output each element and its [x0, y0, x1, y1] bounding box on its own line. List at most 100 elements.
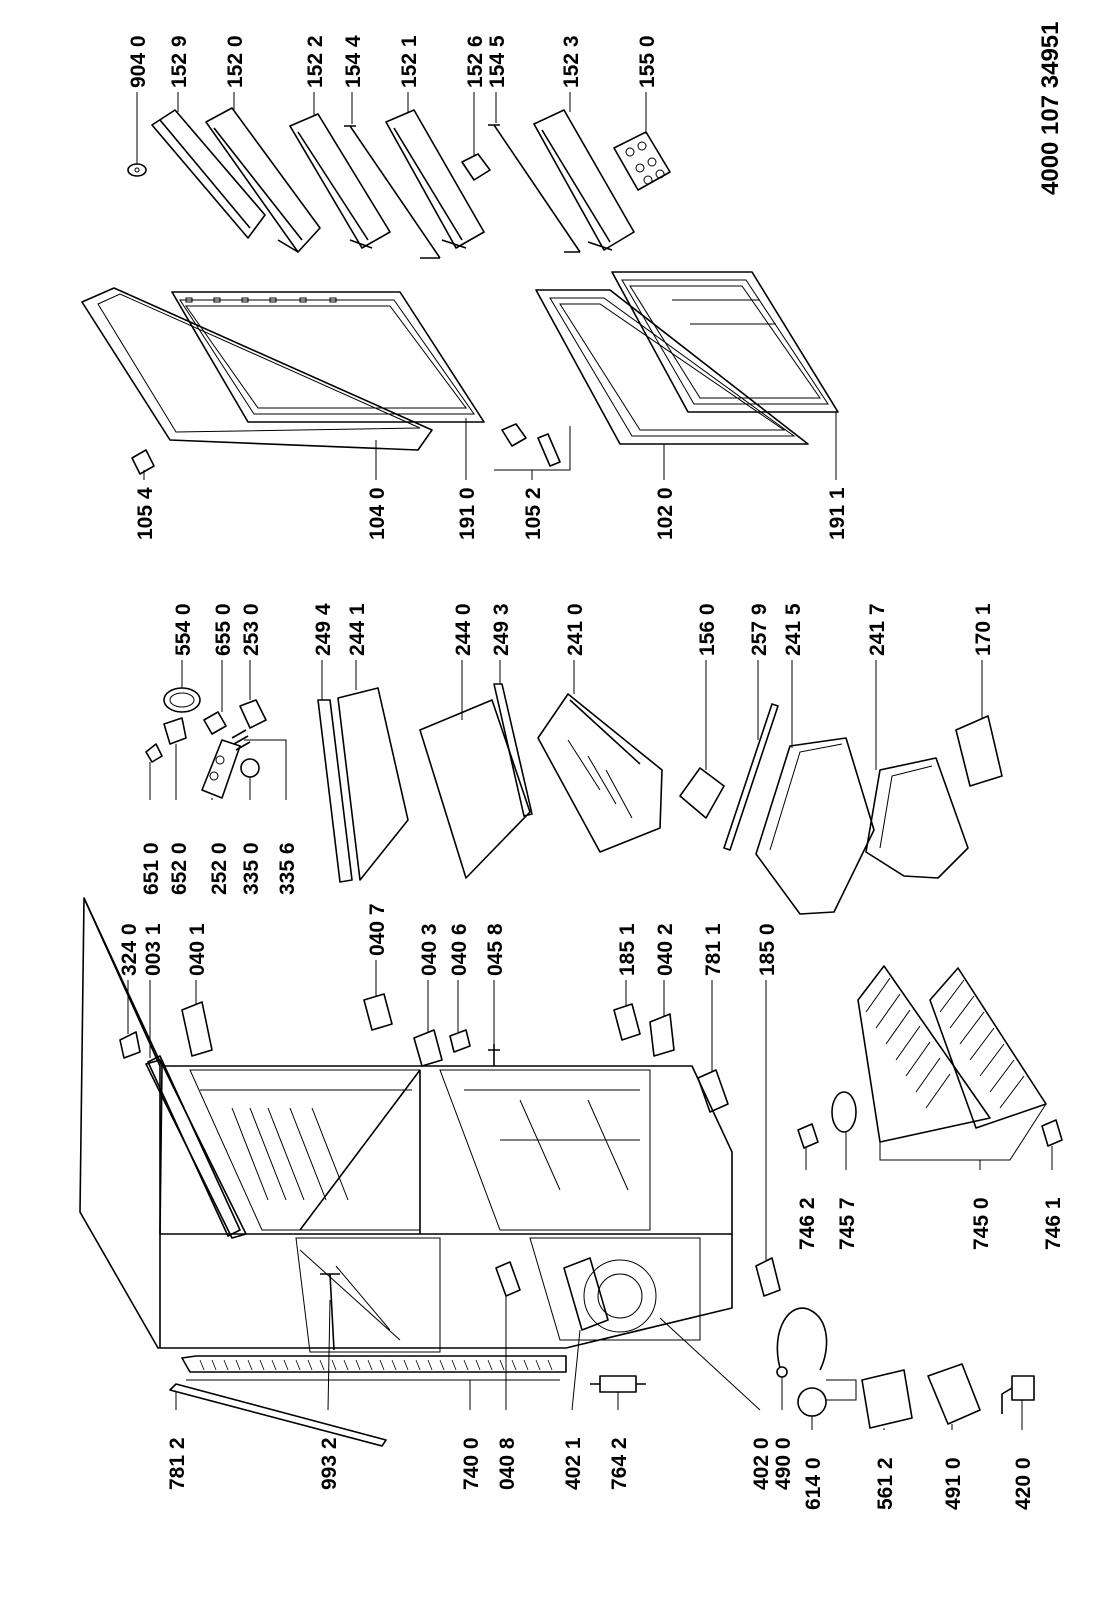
label-105-2: 105 2 — [522, 487, 545, 540]
label-191-0: 191 0 — [456, 487, 479, 540]
label-993-2: 993 2 — [318, 1437, 341, 1490]
label-249-4: 249 4 — [312, 603, 335, 656]
part-105-4 — [131, 449, 155, 475]
label-152-6: 152 6 — [464, 35, 487, 88]
doors-group: 105 4 104 0 191 0 105 2 102 0 191 1 — [81, 271, 849, 540]
label-040-1: 040 1 — [186, 923, 209, 976]
label-249-3: 249 3 — [490, 603, 513, 656]
label-152-0: 152 0 — [224, 35, 247, 88]
label-040-3: 040 3 — [418, 923, 441, 976]
label-241-0: 241 0 — [564, 603, 587, 656]
part-170-1 — [955, 715, 1003, 787]
part-402-1 — [563, 1257, 609, 1331]
part-904-0 — [127, 163, 147, 177]
part-554-0 — [163, 687, 201, 713]
part-185-1 — [613, 1003, 641, 1041]
label-185-1: 185 1 — [616, 923, 639, 976]
label-402-0: 402 0 — [750, 1437, 773, 1490]
label-104-0: 104 0 — [366, 487, 389, 540]
part-154-4 — [344, 125, 441, 259]
label-746-1: 746 1 — [1042, 1197, 1065, 1250]
label-244-0: 244 0 — [452, 603, 475, 656]
label-102-0: 102 0 — [654, 487, 677, 540]
part-040-3 — [413, 1029, 443, 1067]
part-740-0 — [181, 1355, 567, 1373]
label-764-2: 764 2 — [608, 1437, 631, 1490]
part-244-1 — [337, 687, 409, 881]
label-253-0: 253 0 — [240, 603, 263, 656]
shelves-drawers-group: 554 0 655 0 253 0 249 4 244 1 244 0 249 … — [140, 603, 1003, 915]
label-252-0: 252 0 — [208, 842, 231, 895]
label-781-1: 781 1 — [702, 923, 725, 976]
label-257-9: 257 9 — [748, 603, 771, 656]
part-993-2 — [320, 1273, 340, 1351]
label-746-2: 746 2 — [796, 1197, 819, 1250]
part-152-3 — [533, 109, 635, 251]
label-040-7: 040 7 — [366, 903, 389, 956]
label-335-0: 335 0 — [240, 842, 263, 895]
label-241-5: 241 5 — [782, 603, 805, 656]
part-781-2 — [169, 1383, 387, 1447]
document-number: 4000 107 34951 — [1037, 21, 1064, 195]
label-655-0: 655 0 — [212, 603, 235, 656]
part-156-0 — [679, 767, 725, 819]
label-185-0: 185 0 — [756, 923, 779, 976]
part-746-2 — [797, 1123, 819, 1149]
label-040-2: 040 2 — [654, 923, 677, 976]
part-561-2 — [861, 1369, 913, 1429]
part-252-0 — [201, 739, 241, 799]
part-249-4 — [317, 699, 353, 883]
label-244-1: 244 1 — [346, 603, 369, 656]
label-491-0: 491 0 — [942, 1457, 965, 1510]
part-040-2 — [649, 1013, 675, 1057]
part-152-0 — [205, 107, 321, 253]
part-152-2 — [289, 113, 391, 249]
label-554-0: 554 0 — [172, 603, 195, 656]
label-745-7: 745 7 — [836, 1197, 859, 1250]
part-490-0 — [776, 1307, 828, 1371]
part-040-7 — [363, 993, 393, 1031]
label-152-3: 152 3 — [560, 35, 583, 88]
part-651-0 — [145, 743, 163, 763]
part-040-1 — [181, 1001, 213, 1057]
label-561-2: 561 2 — [874, 1457, 897, 1510]
label-154-4: 154 4 — [342, 35, 365, 88]
label-402-1: 402 1 — [562, 1437, 585, 1490]
label-420-0: 420 0 — [1012, 1457, 1035, 1510]
label-003-1: 003 1 — [142, 923, 165, 976]
part-045-8 — [488, 1044, 500, 1066]
part-003-1 — [147, 1055, 241, 1237]
part-152-6 — [461, 153, 491, 181]
label-904-0: 904 0 — [127, 35, 150, 88]
label-154-5: 154 5 — [486, 35, 509, 88]
part-102-0 — [535, 289, 809, 445]
part-764-2 — [590, 1375, 646, 1393]
part-040-6 — [449, 1029, 471, 1053]
part-104-0 — [81, 287, 433, 451]
label-045-8: 045 8 — [484, 923, 507, 976]
part-257-9 — [723, 703, 779, 851]
label-335-6: 335 6 — [276, 842, 299, 895]
part-105-2 — [501, 423, 561, 467]
part-335-0 — [240, 758, 260, 778]
part-185-0 — [755, 1257, 781, 1297]
label-156-0: 156 0 — [696, 603, 719, 656]
label-740-0: 740 0 — [460, 1437, 483, 1490]
label-614-0: 614 0 — [802, 1457, 825, 1510]
label-191-1: 191 1 — [826, 487, 849, 540]
part-652-0 — [163, 717, 187, 745]
part-614-0 — [797, 1387, 827, 1417]
label-152-9: 152 9 — [168, 35, 191, 88]
label-490-0: 490 0 — [772, 1437, 795, 1490]
part-152-9 — [151, 109, 266, 239]
part-191-1 — [611, 271, 839, 413]
part-253-0 — [239, 699, 267, 729]
part-154-5 — [488, 124, 581, 253]
part-155-0 — [613, 131, 671, 191]
part-745-7 — [831, 1091, 857, 1133]
part-420-0 — [1001, 1375, 1035, 1414]
part-191-0 — [171, 291, 485, 423]
label-155-0: 155 0 — [636, 35, 659, 88]
part-746-1 — [1041, 1119, 1063, 1147]
label-745-0: 745 0 — [970, 1197, 993, 1250]
